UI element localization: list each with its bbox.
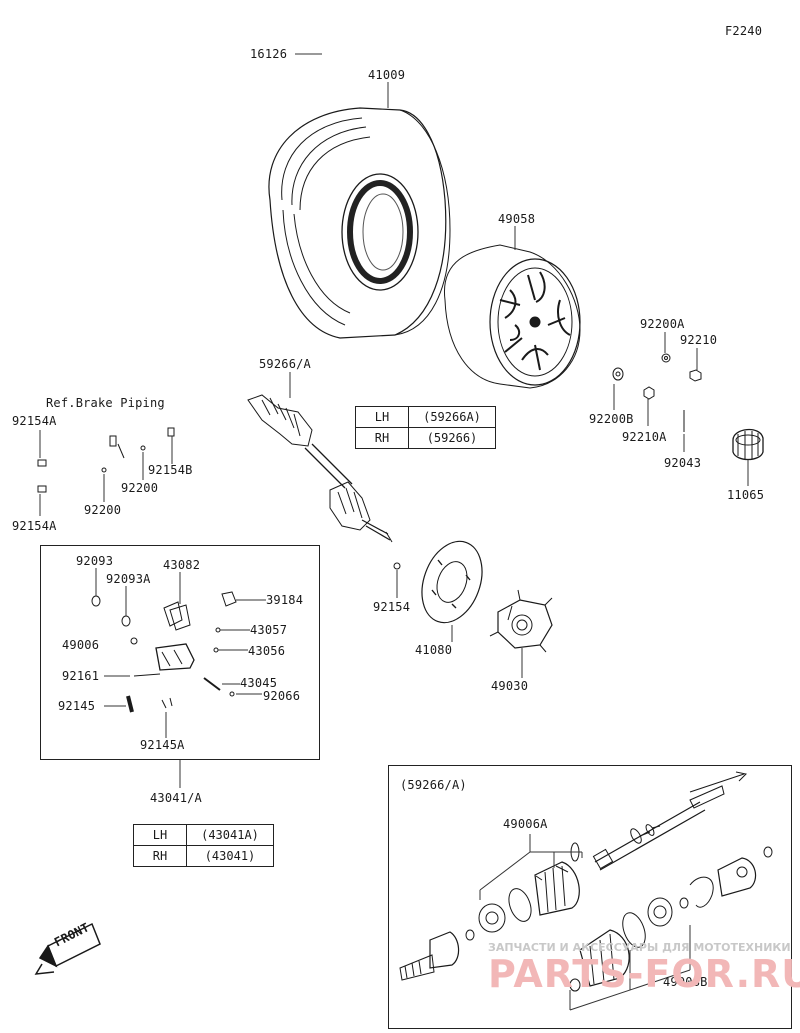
label-41080: 41080 <box>415 643 453 657</box>
caliper-side-table: LH (43041A) RH (43041) <box>133 824 274 867</box>
rim-drawing <box>443 244 581 389</box>
watermark-tagline: ЗАПЧАСТИ И АКСЕССУАРЫ ДЛЯ МОТОТЕХНИКИ <box>488 941 791 954</box>
label-92210: 92210 <box>680 333 718 347</box>
label-49030: 49030 <box>491 679 529 693</box>
label-92145a: 92145A <box>140 738 185 752</box>
table-cell-side: RH <box>355 427 409 449</box>
label-92161: 92161 <box>62 669 100 683</box>
caliper-group-box <box>40 545 320 760</box>
label-ref-brake-piping: Ref.Brake Piping <box>46 396 165 410</box>
table-cell-part: (59266A) <box>408 406 496 428</box>
label-41009: 41009 <box>368 68 406 82</box>
label-92043: 92043 <box>664 456 702 470</box>
inset-title: (59266/A) <box>400 778 467 792</box>
table-row: RH (59266) <box>355 427 496 449</box>
table-cell-side: RH <box>133 845 187 867</box>
label-92154: 92154 <box>373 600 411 614</box>
table-cell-side: LH <box>355 406 409 428</box>
hub-drawing <box>489 589 553 653</box>
inset-shaft-drawing <box>399 771 773 992</box>
brake-disc-drawing <box>421 540 483 624</box>
table-row: LH (59266A) <box>355 406 496 428</box>
cap-nut-11065-drawing <box>732 428 764 461</box>
label-92154b: 92154B <box>148 463 193 477</box>
table-cell-part: (43041A) <box>186 824 274 846</box>
label-16126: 16126 <box>250 47 288 61</box>
label-49008b: 49008B <box>663 975 708 989</box>
watermark-site-name: PARTS-FOR.RU <box>488 952 800 996</box>
leader-lines <box>39 53 749 852</box>
tire-drawing <box>268 107 451 339</box>
hub-nuts-drawing <box>612 353 764 461</box>
brake-piping-hardware-drawing <box>37 427 401 570</box>
label-92093a: 92093A <box>106 572 151 586</box>
page-code: F2240 <box>725 24 763 38</box>
label-43045: 43045 <box>240 676 278 690</box>
drive-shaft-drawing <box>247 394 393 543</box>
inset-callout-lines <box>479 851 691 1011</box>
table-row: RH (43041) <box>133 845 274 867</box>
label-43057: 43057 <box>250 623 288 637</box>
table-cell-side: LH <box>133 824 187 846</box>
label-92154a-top: 92154A <box>12 414 57 428</box>
label-92145: 92145 <box>58 699 96 713</box>
label-43082: 43082 <box>163 558 201 572</box>
table-cell-part: (43041) <box>186 845 274 867</box>
label-92200-b: 92200 <box>84 503 122 517</box>
shaft-side-table: LH (59266A) RH (59266) <box>355 406 496 449</box>
label-92200a: 92200A <box>640 317 685 331</box>
label-39184: 39184 <box>266 593 304 607</box>
label-43056: 43056 <box>248 644 286 658</box>
label-43041a: 43041/A <box>150 791 202 805</box>
label-92200-a: 92200 <box>121 481 159 495</box>
label-92154a-bottom: 92154A <box>12 519 57 533</box>
label-11065: 11065 <box>727 488 765 502</box>
label-92066: 92066 <box>263 689 301 703</box>
table-cell-part: (59266) <box>408 427 496 449</box>
table-row: LH (43041A) <box>133 824 274 846</box>
label-59266a: 59266/A <box>259 357 311 371</box>
label-49006a: 49006A <box>503 817 548 831</box>
label-49006: 49006 <box>62 638 100 652</box>
label-92093: 92093 <box>76 554 114 568</box>
label-92210a: 92210A <box>622 430 667 444</box>
label-92200b: 92200B <box>589 412 634 426</box>
label-49058: 49058 <box>498 212 536 226</box>
front-arrow-drawing <box>34 922 101 975</box>
inset-shaft-box <box>388 765 792 1029</box>
caliper-parts-drawing <box>91 591 237 713</box>
